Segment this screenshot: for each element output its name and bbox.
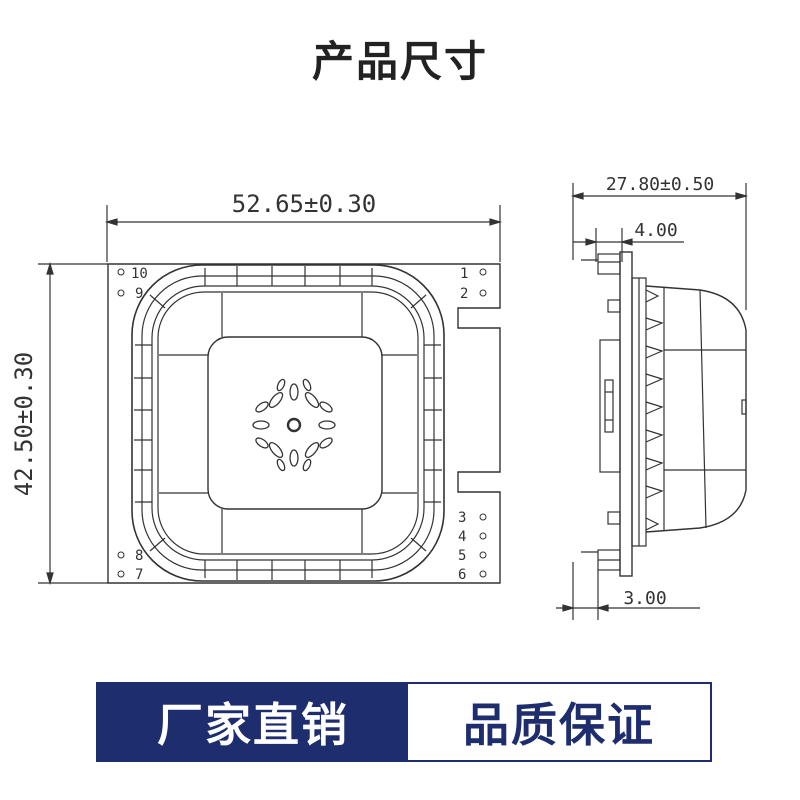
pin-label-7: 7 [135,567,143,583]
pin-label-3: 3 [458,510,466,526]
depth-dimension-label: 27.80±0.50 [606,174,714,195]
promo-banner: 厂家直销 品质保证 [96,682,712,762]
pin-pads [117,268,487,578]
page-title: 产品尺寸 [311,37,488,86]
pin-top-dimension-label: 4.00 [634,220,677,241]
banner-left-text: 厂家直销 [98,684,408,760]
vent-holes [252,378,336,472]
height-dimension-label: 42.50±0.30 [10,352,38,497]
pin-label-5: 5 [458,548,466,564]
front-view [38,205,503,586]
pin-label-6: 6 [458,567,466,583]
side-board [619,251,633,577]
pin-bottom-dimension-label: 3.00 [623,588,666,609]
frame-ribs [134,266,442,580]
side-fins [645,289,664,531]
side-view [556,183,749,620]
pin-label-9: 9 [135,286,143,302]
pin-label-2: 2 [460,286,468,302]
pcb-outline [107,263,501,584]
pin-label-4: 4 [458,529,466,545]
pin-label-8: 8 [135,548,143,564]
pin-label-10: 10 [131,266,148,282]
frame-outer [131,264,445,582]
width-dimension-label: 52.65±0.30 [232,190,377,218]
cone-inner [207,336,383,510]
pin-label-1: 1 [460,266,468,282]
banner-right-text: 品质保证 [408,684,710,760]
cone-outer [157,291,419,555]
